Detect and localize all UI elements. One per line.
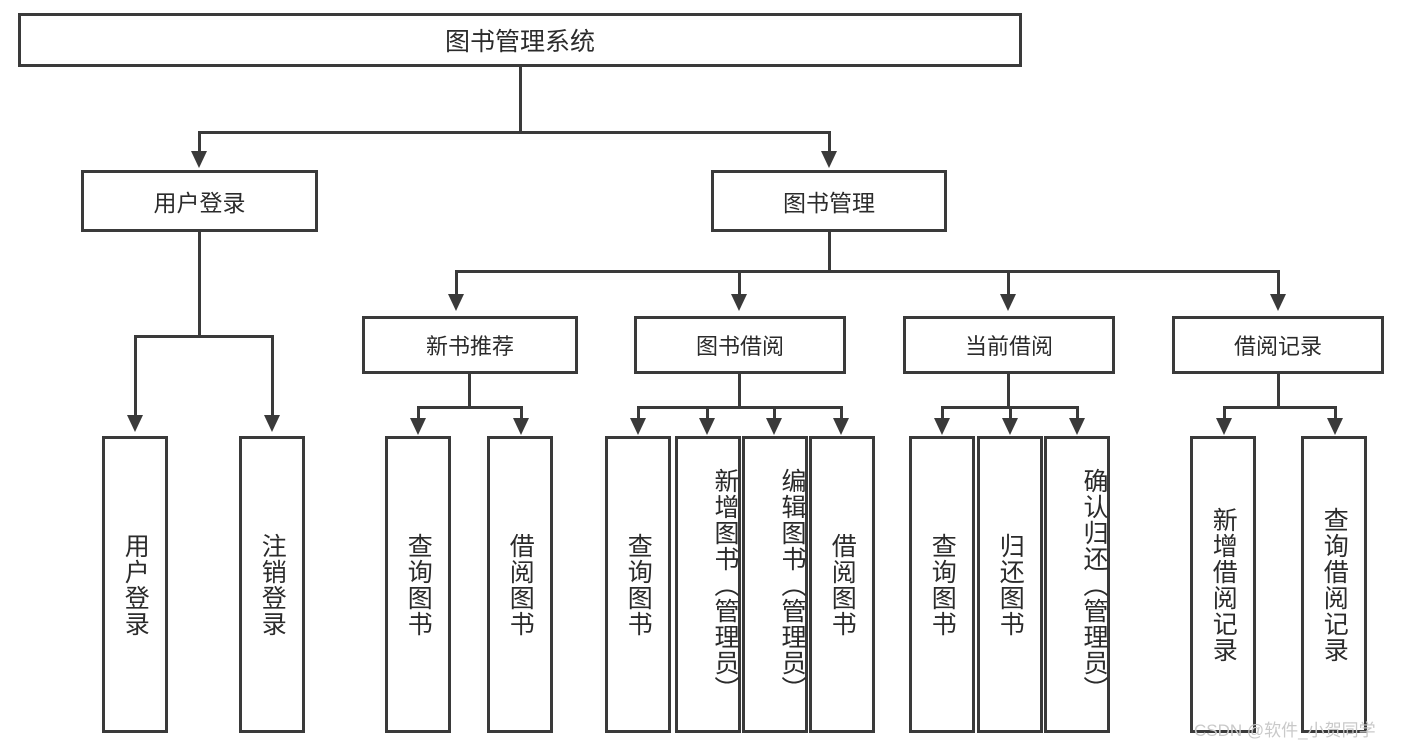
node-book-borrow[interactable]: 图书借阅: [634, 316, 846, 374]
node-book-management[interactable]: 图书管理: [711, 170, 947, 232]
leaf-logout[interactable]: 注销登录: [239, 436, 305, 733]
leaf-bb-edit-book-admin[interactable]: 编辑图书（管理员）: [742, 436, 808, 733]
connector-user-login-bus: [134, 335, 274, 338]
arrowhead-br-add: [1216, 418, 1232, 435]
connector-drop-bb-add: [706, 406, 709, 420]
node-borrow-record[interactable]: 借阅记录: [1172, 316, 1384, 374]
arrowhead-cb-query: [934, 418, 950, 435]
arrowhead-nb-borrow: [513, 418, 529, 435]
connector-drop-new-book: [455, 270, 458, 296]
leaf-user-login[interactable]: 用户登录: [102, 436, 168, 733]
arrowhead-nb-query: [410, 418, 426, 435]
connector-drop-cb-return: [1009, 406, 1012, 420]
node-root-library-system[interactable]: 图书管理系统: [18, 13, 1022, 67]
leaf-cb-return-book[interactable]: 归还图书: [977, 436, 1043, 733]
arrowhead-bb-edit: [766, 418, 782, 435]
leaf-nb-query-book[interactable]: 查询图书: [385, 436, 451, 733]
arrowhead-leaf-logout: [264, 415, 280, 432]
node-current-borrow[interactable]: 当前借阅: [903, 316, 1115, 374]
connector-drop-current-borrow: [1007, 270, 1010, 296]
connector-book-manage-stem: [828, 232, 831, 272]
leaf-nb-borrow-book[interactable]: 借阅图书: [487, 436, 553, 733]
connector-drop-book-manage: [828, 131, 831, 153]
connector-drop-br-query: [1334, 406, 1337, 420]
node-user-login[interactable]: 用户登录: [81, 170, 318, 232]
arrowhead-book-borrow: [731, 294, 747, 311]
leaf-br-query-record[interactable]: 查询借阅记录: [1301, 436, 1367, 733]
connector-level3-bus: [455, 270, 1280, 273]
connector-new-book-stem: [468, 374, 471, 408]
arrowhead-bb-lend: [833, 418, 849, 435]
leaf-bb-lend-book[interactable]: 借阅图书: [809, 436, 875, 733]
connector-borrow-record-bus: [1223, 406, 1337, 409]
connector-drop-book-borrow: [738, 270, 741, 296]
arrowhead-cb-return: [1002, 418, 1018, 435]
arrowhead-user-login: [191, 151, 207, 168]
connector-new-book-bus: [417, 406, 523, 409]
connector-drop-bb-lend: [840, 406, 843, 420]
leaf-cb-confirm-return-admin[interactable]: 确认归还（管理员）: [1044, 436, 1110, 733]
connector-root-stem: [519, 67, 522, 133]
connector-borrow-record-stem: [1277, 374, 1280, 408]
leaf-cb-query-book[interactable]: 查询图书: [909, 436, 975, 733]
arrowhead-br-query: [1327, 418, 1343, 435]
connector-level2-bus: [198, 131, 831, 134]
connector-drop-nb-borrow: [520, 406, 523, 420]
connector-current-borrow-stem: [1007, 374, 1010, 408]
connector-drop-nb-query: [417, 406, 420, 420]
connector-drop-leaf-user-login: [134, 335, 137, 417]
connector-drop-br-add: [1223, 406, 1226, 420]
connector-drop-user-login: [198, 131, 201, 153]
leaf-bb-query-book[interactable]: 查询图书: [605, 436, 671, 733]
connector-book-borrow-stem: [738, 374, 741, 408]
arrowhead-bb-query: [630, 418, 646, 435]
arrowhead-leaf-user-login: [127, 415, 143, 432]
connector-book-borrow-bus: [637, 406, 841, 409]
leaf-bb-add-book-admin[interactable]: 新增图书（管理员）: [675, 436, 741, 733]
connector-drop-bb-edit: [773, 406, 776, 420]
arrowhead-borrow-record: [1270, 294, 1286, 311]
connector-drop-bb-query: [637, 406, 640, 420]
connector-drop-cb-confirm: [1076, 406, 1079, 420]
leaf-br-add-record[interactable]: 新增借阅记录: [1190, 436, 1256, 733]
connector-user-login-stem: [198, 232, 201, 337]
arrowhead-current-borrow: [1000, 294, 1016, 311]
arrowhead-book-manage: [821, 151, 837, 168]
arrowhead-bb-add: [699, 418, 715, 435]
arrowhead-cb-confirm: [1069, 418, 1085, 435]
connector-drop-borrow-record: [1277, 270, 1280, 296]
arrowhead-new-book: [448, 294, 464, 311]
connector-drop-cb-query: [941, 406, 944, 420]
node-new-book-recommend[interactable]: 新书推荐: [362, 316, 578, 374]
connector-drop-leaf-logout: [271, 335, 274, 417]
